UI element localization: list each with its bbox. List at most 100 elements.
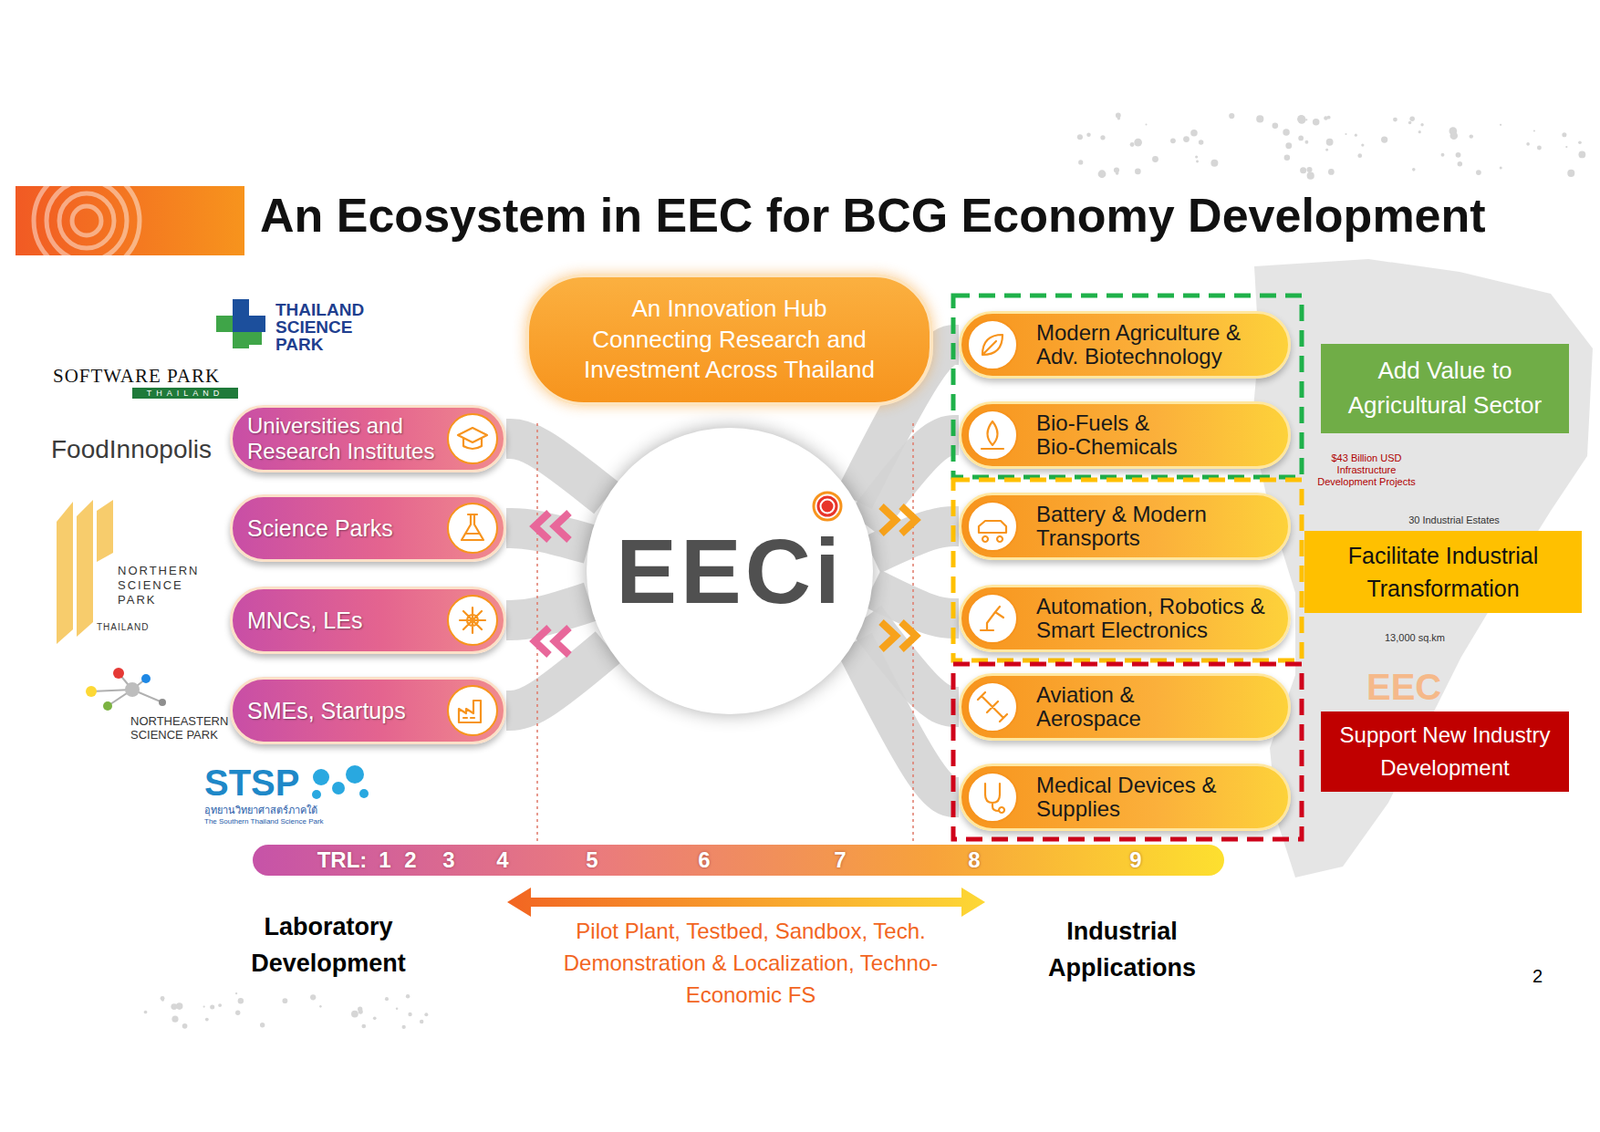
- label-text: FoodInnopolis: [51, 435, 229, 465]
- pill-icon: [966, 499, 1019, 553]
- speckle-dot: [384, 997, 389, 1001]
- speckle-dot: [1578, 151, 1586, 159]
- speckle-dot: [160, 996, 166, 1001]
- source-pill: MNCs, LEs: [229, 586, 507, 655]
- speckle-dot: [1117, 116, 1121, 120]
- speckle-dot: [361, 1024, 366, 1029]
- speckle-dot: [1297, 114, 1306, 124]
- node-text: Universities and Research Institutes: [247, 413, 438, 464]
- text-box: Facilitate Industrial Transformation: [1304, 530, 1582, 613]
- speckle-dot: [1285, 142, 1292, 149]
- logo-block: [249, 332, 262, 345]
- label-text: Laboratory Development: [228, 908, 429, 982]
- label-text: 13,000 sq.km: [1364, 631, 1465, 645]
- label-text: อุทยานวิทยาศาสตร์ภาคใต้: [204, 803, 378, 817]
- logo-dot: [359, 789, 369, 799]
- speckle-dot: [407, 1012, 412, 1017]
- icon-glyph: [977, 692, 1008, 722]
- speckle-dot: [1420, 123, 1424, 126]
- speckle-dot: [1183, 135, 1190, 143]
- speckle-dot: [402, 1025, 406, 1029]
- icon-glyph: [459, 607, 486, 634]
- label-text: 5: [578, 846, 606, 874]
- text-box: An Innovation Hub Connecting Research an…: [525, 273, 934, 406]
- label-text: NORTHERN SCIENCE PARK: [117, 563, 209, 608]
- label-text: Industrial Applications: [1030, 913, 1214, 987]
- speckle-dot: [395, 1007, 399, 1010]
- arrow-shaft: [525, 897, 967, 907]
- label-text: STSP: [204, 762, 312, 803]
- speckle-texture: [144, 113, 1587, 1029]
- speckle-dot: [1326, 138, 1334, 146]
- speckle-dot: [1228, 113, 1235, 119]
- speckle-dot: [1312, 118, 1320, 126]
- pill-icon: [966, 592, 1019, 645]
- speckle-dot: [1130, 142, 1135, 147]
- label-text: NORTHEASTERN SCIENCE PARK: [130, 714, 245, 742]
- molecule-atom: [158, 698, 167, 707]
- speckle-dot: [1580, 155, 1584, 158]
- node-text: Medical Devices & Supplies: [1036, 773, 1276, 822]
- speckle-dot: [419, 1019, 424, 1024]
- logo-block: [232, 332, 250, 349]
- speckle-dot: [1086, 132, 1091, 137]
- pill-icon: [446, 501, 499, 555]
- speckle-dot: [405, 994, 410, 998]
- speckle-dot: [205, 1018, 209, 1022]
- speckle-dot: [1499, 124, 1502, 126]
- chevron: [554, 627, 570, 655]
- logo-dot: [312, 768, 330, 786]
- speckle-dot: [1098, 169, 1107, 178]
- ring-circle: [822, 501, 832, 511]
- node-text: MNCs, LEs: [247, 607, 438, 634]
- node-text: Automation, Robotics & Smart Electronics: [1036, 594, 1276, 644]
- icon-glyph: [981, 421, 1004, 449]
- label-text: 8: [960, 846, 988, 874]
- icon-disc: [447, 503, 498, 553]
- speckle-dot: [209, 1005, 215, 1010]
- speckle-dot: [1195, 160, 1199, 164]
- icon-glyph: [982, 334, 1003, 355]
- label-text: 4: [488, 846, 517, 874]
- node-text: EECi: [586, 519, 873, 624]
- pill-icon: [966, 680, 1019, 734]
- group-outline: [953, 295, 1302, 478]
- icon-glyph: [457, 427, 488, 449]
- arrow-head: [507, 887, 531, 917]
- connector-band: [506, 438, 607, 499]
- speckle-dot: [1323, 115, 1328, 120]
- icon-disc: [967, 593, 1018, 644]
- node-text: An Innovation Hub Connecting Research an…: [576, 293, 883, 386]
- speckle-dot: [1298, 115, 1307, 125]
- connector-band: [506, 602, 591, 621]
- speckle-dot: [1115, 171, 1120, 176]
- source-pill: Science Parks: [229, 494, 507, 562]
- connector-band: [853, 642, 959, 798]
- logo-stripe: [56, 501, 73, 645]
- node-text: Add Value to Agricultural Sector: [1329, 353, 1560, 423]
- molecule-atom: [141, 674, 151, 684]
- speckle-dot: [1475, 169, 1482, 176]
- node-text: Support New Industry Development: [1328, 718, 1562, 785]
- speckle-dot: [218, 1003, 222, 1008]
- speckle-dot: [319, 1005, 323, 1008]
- speckle-dot: [1578, 140, 1582, 145]
- icon-glyph: [978, 520, 1007, 542]
- speckle-dot: [1361, 143, 1364, 146]
- label-text: SOFTWARE PARK: [52, 364, 245, 388]
- speckle-dot: [1256, 114, 1264, 123]
- speckle-dot: [1198, 139, 1205, 146]
- chevron: [554, 512, 570, 541]
- speckle-dot: [1392, 117, 1398, 123]
- speckle-dot: [238, 997, 244, 1004]
- label-text: 9: [1122, 846, 1150, 874]
- icon-disc: [967, 501, 1018, 551]
- icon-disc: [447, 685, 498, 736]
- speckle-dot: [1561, 132, 1567, 137]
- label-text: Pilot Plant, Testbed, Sandbox, Tech. Dem…: [536, 914, 966, 1011]
- chevron: [534, 627, 550, 655]
- label-text: EEC: [1366, 665, 1476, 708]
- icon-disc: [967, 410, 1018, 460]
- industry-pill: Bio-Fuels & Bio-Chemicals: [958, 401, 1291, 469]
- node-text: Battery & Modern Transports: [1036, 502, 1265, 551]
